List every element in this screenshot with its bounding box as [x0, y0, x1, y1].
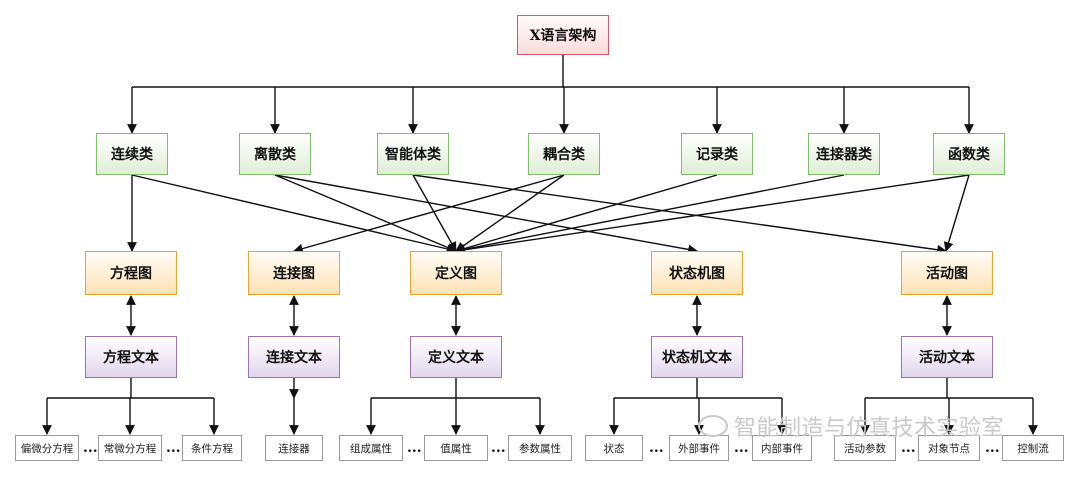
diagram-node-statemachine: 状态机图 [651, 251, 743, 295]
text-node-statemachine: 状态机文本 [651, 336, 743, 378]
class-node-continuous: 连续类 [96, 133, 168, 175]
ellipsis: ... [649, 440, 664, 456]
ellipsis: ... [491, 440, 506, 456]
class-to-diagram-arrow [455, 174, 845, 255]
diagram-node-connection: 连接图 [248, 251, 340, 295]
leaf-conditional-equation: 条件方程 [182, 435, 242, 461]
leaf-composition-attribute: 组成属性 [339, 435, 403, 461]
watermark: 智能制造与仿真技术实验室 [698, 410, 1004, 442]
text-node-equation: 方程文本 [85, 336, 177, 378]
root-node: X语言架构 [517, 15, 609, 55]
class-node-function: 函数类 [933, 133, 1005, 175]
class-to-diagram-arrow [412, 174, 457, 252]
leaf-pde: 偏微分方程 [15, 435, 79, 461]
text-node-definition: 定义文本 [410, 336, 502, 378]
class-node-record: 记录类 [681, 133, 753, 175]
ellipsis: ... [985, 440, 1000, 456]
leaf-activity-parameter: 活动参数 [834, 435, 896, 461]
leaf-ode: 常微分方程 [98, 435, 162, 461]
class-node-discrete: 离散类 [239, 133, 311, 175]
wechat-icon [698, 415, 728, 437]
leaf-state: 状态 [585, 435, 643, 461]
leaf-object-node: 对象节点 [918, 435, 980, 461]
class-to-diagram-arrow [274, 174, 698, 255]
class-to-diagram-arrow [274, 174, 457, 253]
class-to-diagram-arrow [943, 174, 970, 252]
leaf-value-attribute: 值属性 [424, 435, 488, 461]
class-to-diagram-arrow [131, 174, 457, 254]
watermark-text: 智能制造与仿真技术实验室 [734, 416, 1005, 441]
ellipsis: ... [901, 440, 916, 456]
class-to-diagram-arrow [455, 174, 718, 254]
ellipsis: ... [734, 440, 749, 456]
leaf-parameter-attribute: 参数属性 [508, 435, 572, 461]
ellipsis: ... [166, 440, 181, 456]
leaf-external-event: 外部事件 [669, 435, 729, 461]
diagram-node-equation: 方程图 [85, 251, 177, 295]
diagram-node-activity: 活动图 [901, 251, 993, 295]
diagram-node-definition: 定义图 [410, 251, 502, 295]
class-node-coupled: 耦合类 [528, 133, 600, 175]
class-to-diagram-arrow [455, 174, 565, 252]
leaf-control-flow: 控制流 [1002, 435, 1064, 461]
class-node-connector: 连接器类 [808, 133, 880, 175]
class-node-agent: 智能体类 [377, 133, 449, 175]
class-to-diagram-arrow [455, 174, 970, 255]
text-node-connection: 连接文本 [248, 336, 340, 378]
class-to-diagram-arrow [293, 174, 565, 254]
leaf-internal-event: 内部事件 [752, 435, 812, 461]
class-to-diagram-arrow [412, 174, 947, 255]
leaf-connector: 连接器 [265, 435, 323, 461]
ellipsis: ... [407, 440, 422, 456]
text-node-activity: 活动文本 [901, 336, 993, 378]
ellipsis: ... [83, 440, 98, 456]
